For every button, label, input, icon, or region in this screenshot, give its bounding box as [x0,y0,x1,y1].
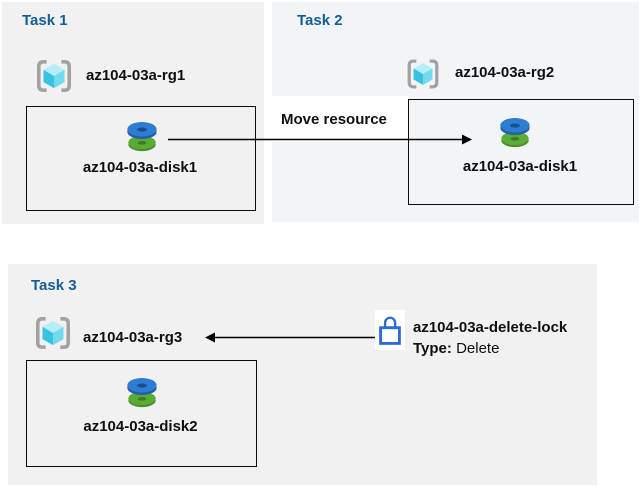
task3-title: Task 3 [31,277,77,294]
task1-resource-group-label: az104-03a-rg1 [86,67,186,84]
resource-group-icon [33,55,75,97]
task2-resource-group-label: az104-03a-rg2 [455,64,555,81]
task1-title: Task 1 [22,12,68,29]
resource-group-icon [32,312,74,354]
task1-disk-label: az104-03a-disk1 [82,159,198,176]
task3-resource-group-label: az104-03a-rg3 [83,329,183,346]
resource-group-icon [404,55,442,93]
task2-disk-label: az104-03a-disk1 [462,158,578,175]
task2-resource-box [408,99,634,205]
task3-resource-box [26,360,257,467]
task3-panel [8,264,597,485]
move-label-background [272,96,408,142]
task2-title: Task 2 [297,12,343,29]
delete-lock-type: Type: Delete [413,340,499,357]
task3-disk-label: az104-03a-disk2 [83,418,198,435]
delete-lock-name: az104-03a-delete-lock [413,319,568,336]
lock-type-label: Type: [413,340,452,357]
lock-type-value: Delete [456,340,500,357]
move-resource-label: Move resource [281,111,387,128]
arrow-right-icon [168,134,472,145]
arrow-left-icon [205,332,375,343]
task1-panel [2,2,264,224]
disk-icon [123,375,161,409]
disk-icon [496,115,534,149]
disk-icon [123,119,161,153]
task1-resource-box [26,106,256,211]
lock-icon [377,311,403,348]
